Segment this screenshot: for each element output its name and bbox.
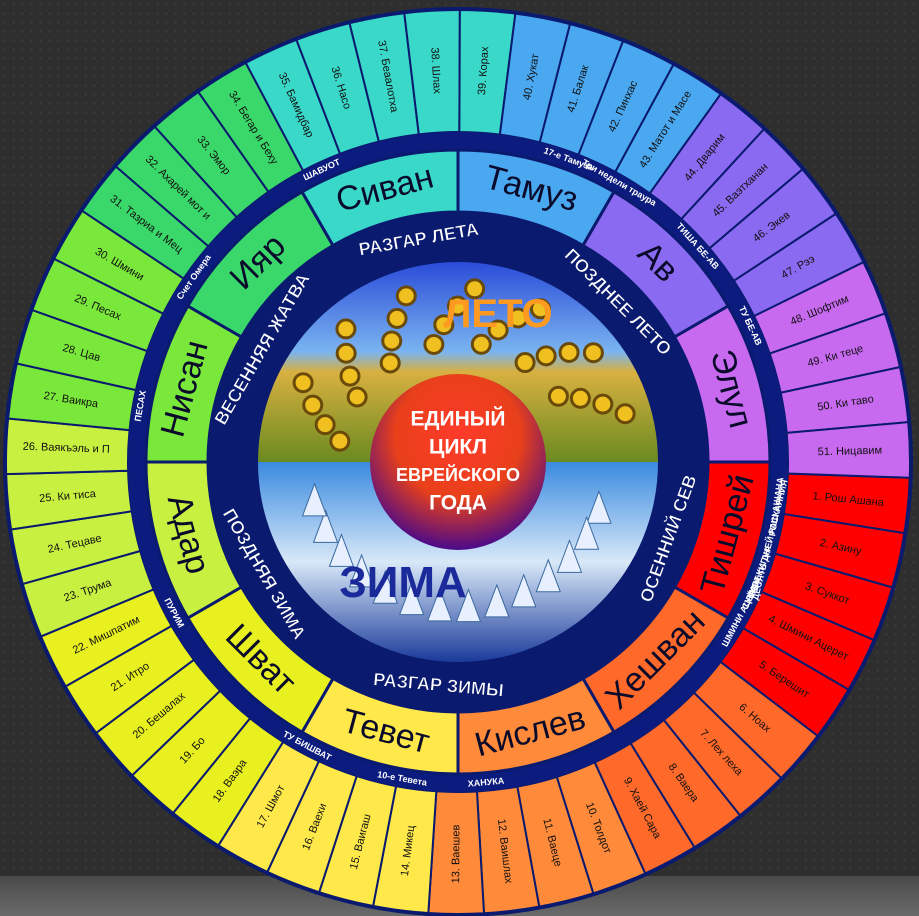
sunflower xyxy=(339,365,361,387)
sunflower xyxy=(569,387,591,409)
sunflower xyxy=(470,333,492,355)
parasha-label: 13. Ваешев xyxy=(450,824,462,883)
sunflower xyxy=(592,393,614,415)
sunflower xyxy=(547,385,569,407)
sunflower xyxy=(329,430,351,452)
snowy-tree xyxy=(511,573,537,608)
snowy-tree xyxy=(556,538,583,573)
snowy-tree xyxy=(586,489,612,524)
snowy-tree xyxy=(535,558,561,593)
sunflower xyxy=(464,278,486,300)
center-title-line: ЦИКЛ xyxy=(429,436,487,459)
snowy-tree xyxy=(328,532,355,567)
center-title-line: ГОДА xyxy=(429,492,487,515)
holiday-label: ХАНУКА xyxy=(467,776,505,789)
sunflower xyxy=(558,341,580,363)
parasha-label: 51. Ницавим xyxy=(818,445,883,459)
snowy-tree xyxy=(573,515,600,550)
snowy-tree xyxy=(484,583,510,618)
sunflower xyxy=(507,307,529,329)
snowy-tree xyxy=(312,508,339,543)
summer-picture xyxy=(258,262,658,462)
season-winter: ЗИМА xyxy=(339,558,467,607)
sunflower xyxy=(346,386,368,408)
sunflower xyxy=(379,352,401,374)
sunflower xyxy=(614,403,636,425)
winter-picture xyxy=(258,462,658,662)
sunflower xyxy=(386,307,408,329)
snowy-tree xyxy=(398,581,425,616)
parasha-label: 26. Ваякъэль и П xyxy=(22,441,110,456)
snowy-tree xyxy=(301,482,328,517)
sunflower xyxy=(314,414,336,436)
sunflower xyxy=(335,318,357,340)
sunflower xyxy=(335,342,357,364)
sunflower xyxy=(446,295,468,317)
sunflower xyxy=(433,314,455,336)
snowy-tree xyxy=(426,587,453,622)
snowy-tree xyxy=(455,588,482,623)
snowy-tree xyxy=(348,553,375,588)
sunflower xyxy=(423,333,445,355)
center-title-line: ЕДИНЫЙ xyxy=(411,407,506,431)
parasha-label: 39. Корах xyxy=(476,46,491,96)
season-summer: ЛЕТО xyxy=(443,292,552,336)
sunflower xyxy=(535,345,557,367)
center-title-line: ЕВРЕЙСКОГО xyxy=(396,464,520,485)
sunflower xyxy=(302,394,324,416)
sunflower xyxy=(582,342,604,364)
parasha-label: 25. Ки тиса xyxy=(39,488,97,505)
sunflower xyxy=(529,298,551,320)
parasha-label: 38. Шлах xyxy=(428,47,443,95)
snowy-tree xyxy=(372,569,399,604)
sunflower xyxy=(395,285,417,307)
sunflower xyxy=(381,330,403,352)
sunflower xyxy=(292,372,314,394)
center-sun xyxy=(370,374,546,550)
sunflower xyxy=(514,352,536,374)
svg-text:ХАНУКА: ХАНУКА xyxy=(467,776,505,789)
sunflower xyxy=(487,319,509,341)
